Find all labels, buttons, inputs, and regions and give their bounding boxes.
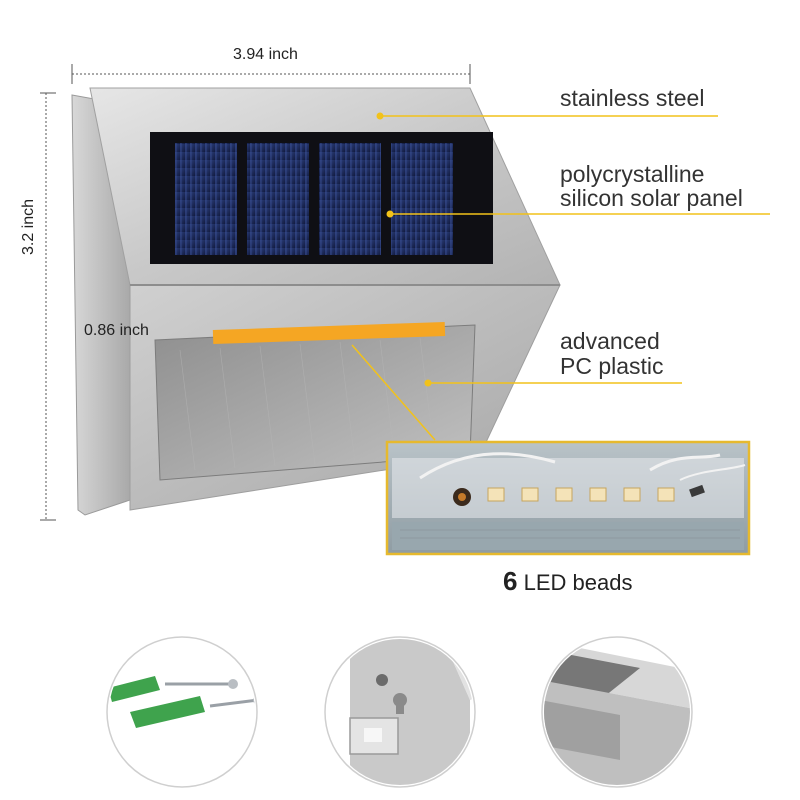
led-caption: 6 LED beads	[503, 566, 632, 597]
width-label: 3.94 inch	[233, 46, 298, 63]
panel-label-line1: polycrystalline	[560, 161, 705, 187]
solar-panel	[150, 132, 493, 264]
height-label: 3.2 inch	[20, 198, 37, 255]
callout-steel	[376, 112, 718, 120]
led-strip	[212, 321, 446, 345]
height-dimension	[40, 92, 56, 521]
angled-lens-detail	[541, 636, 693, 788]
screws-and-anchors-detail	[106, 636, 258, 788]
keyhole-mount-detail	[324, 636, 476, 788]
panel-label-line2: silicon solar panel	[560, 185, 743, 211]
depth-label: 0.86 inch	[84, 322, 149, 339]
led-beads	[487, 487, 675, 502]
plastic-label-line2: PC plastic	[560, 353, 664, 379]
led-pointer-line	[351, 344, 436, 441]
plastic-label-line1: advanced	[560, 328, 660, 354]
led-board-inset	[385, 440, 751, 556]
led-count: 6	[503, 566, 518, 596]
steel-label: stainless steel	[560, 85, 705, 111]
callout-plastic	[424, 379, 682, 387]
callout-panel	[386, 210, 770, 218]
width-dimension	[71, 64, 471, 84]
led-caption-text: LED beads	[523, 570, 633, 595]
